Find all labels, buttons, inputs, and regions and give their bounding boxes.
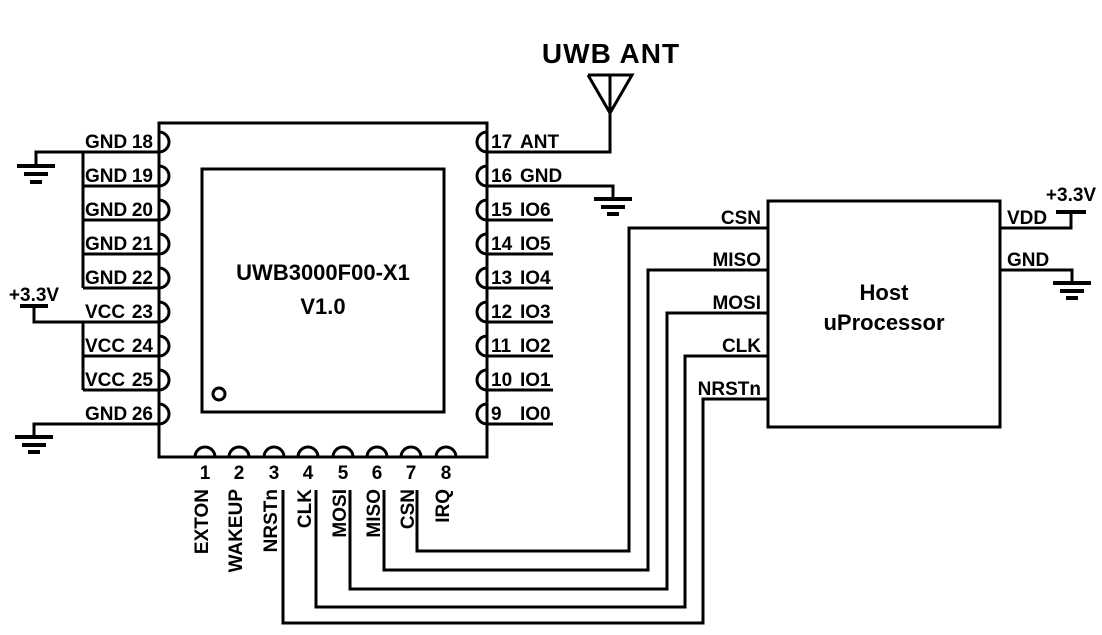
wire-gnd26 — [32, 422, 159, 437]
antenna-symbol-icon — [586, 73, 635, 116]
pin-number-3: 3 — [268, 463, 280, 484]
pin-name-exton: EXTON — [192, 489, 213, 555]
host-pin-miso: MISO — [712, 250, 761, 271]
ground-symbol-icon — [15, 435, 53, 454]
wire-mosi — [348, 311, 768, 591]
host-name-line2: uProcessor — [823, 310, 945, 335]
pin-number-8: 8 — [440, 463, 452, 484]
pin-name-wakeup: WAKEUP — [226, 489, 247, 573]
pin-name-irq: IRQ — [433, 489, 454, 523]
pin-name-mosi: MOSI — [330, 489, 351, 538]
wire-vdd — [1000, 212, 1073, 230]
power-rail-label-left: +3.3V — [8, 285, 60, 306]
wire-gnd-bus-top — [34, 150, 159, 290]
wire-miso — [382, 268, 768, 572]
module-right-pin-bumps — [475, 130, 488, 426]
pin-number-2: 2 — [233, 463, 245, 484]
wire-csn — [415, 226, 768, 553]
antenna-label: UWB ANT — [541, 38, 681, 69]
ground-symbol-icon — [17, 164, 55, 184]
wire-nrstn — [281, 397, 768, 625]
pin-number-5: 5 — [337, 463, 349, 484]
pin-number-6: 6 — [371, 463, 383, 484]
module-version: V1.0 — [300, 294, 346, 319]
module-outline — [157, 121, 489, 459]
pin-name-nrstn: NRSTn — [261, 489, 282, 553]
wire-clk — [314, 354, 768, 609]
host-outline — [766, 199, 1002, 429]
power-rail-label-right: +3.3V — [1045, 185, 1097, 206]
host-pin-vdd: VDD — [1007, 208, 1048, 229]
pin-name-miso: MISO — [364, 489, 385, 538]
host-pin-nrstn: NRSTn — [697, 379, 761, 400]
pin-number-7: 7 — [405, 463, 417, 484]
module-bottom-pin-bumps — [193, 445, 458, 458]
module-name: UWB3000F00-X1 — [236, 260, 410, 285]
host-pin-gnd: GND — [1007, 250, 1050, 271]
wire-gnd16 — [487, 184, 615, 199]
module-inner-outline — [200, 167, 446, 414]
wire-io-stubs — [487, 218, 553, 426]
pin-name-clk: CLK — [295, 489, 316, 529]
ground-symbol-icon — [594, 197, 632, 216]
ground-symbol-icon — [1053, 281, 1091, 300]
module-left-pin-bumps — [158, 130, 171, 426]
host-pin-clk: CLK — [721, 336, 761, 357]
pin1-marker-icon — [211, 386, 227, 402]
host-pin-csn: CSN — [720, 208, 761, 229]
host-name-line1: Host — [859, 280, 909, 305]
pin-number-1: 1 — [199, 463, 211, 484]
pin-number-4: 4 — [302, 463, 314, 484]
host-pin-mosi: MOSI — [712, 293, 761, 314]
wire-ant — [487, 75, 612, 154]
wire-host-gnd — [1000, 268, 1074, 283]
pin-name-csn: CSN — [398, 489, 419, 530]
wire-vcc-bus — [32, 306, 159, 392]
